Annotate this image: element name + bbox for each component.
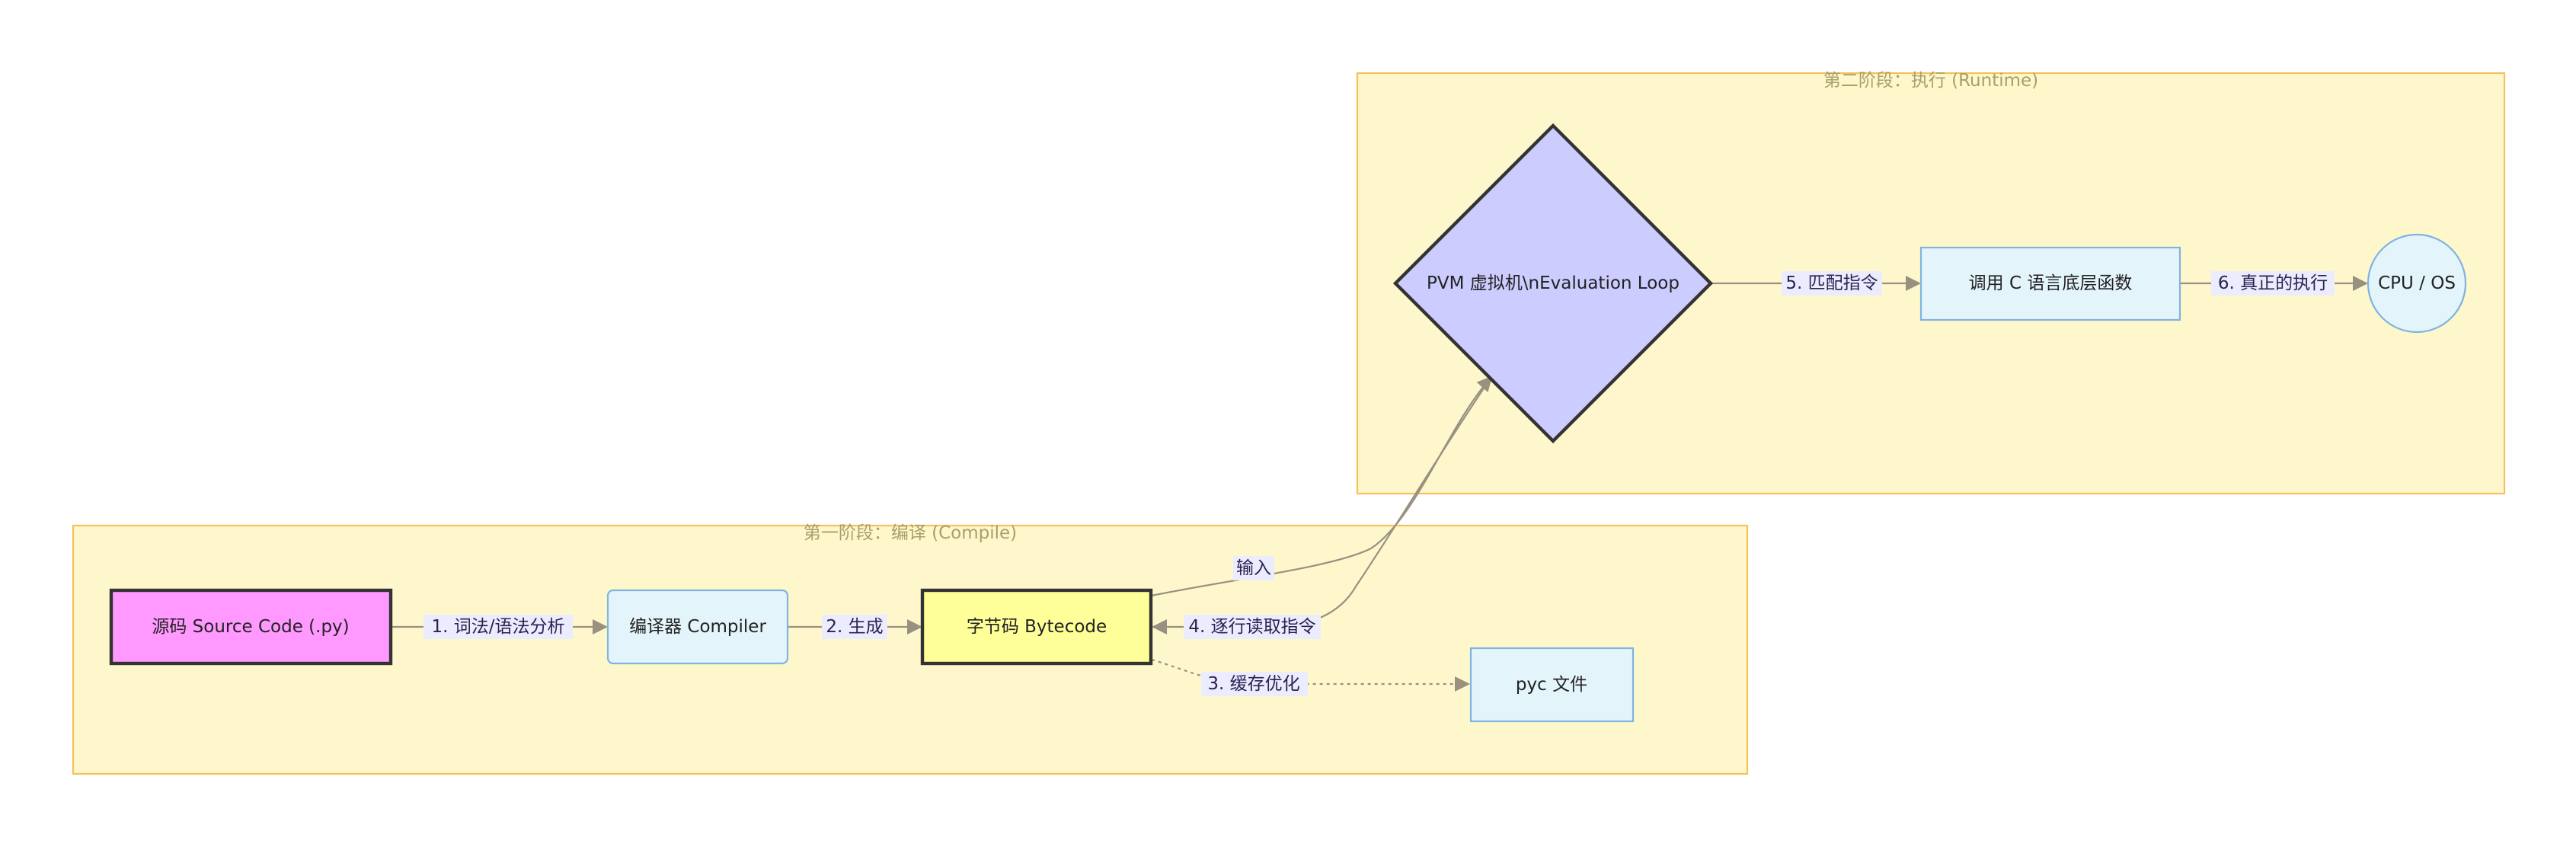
edge-label-input: 输入 [1233, 556, 1274, 580]
node-pyc-file-label: pyc 文件 [1516, 675, 1587, 695]
edge-bytecode-pvm [1151, 376, 1493, 597]
node-c-function-label: 调用 C 语言底层函数 [1969, 273, 2133, 293]
node-source-code: 源码 Source Code (.py) [109, 588, 393, 666]
node-c-function: 调用 C 语言底层函数 [1919, 246, 2181, 321]
svg-text:2. 生成: 2. 生成 [826, 617, 883, 637]
cluster-compile-title: 第一阶段：编译 (Compile) [804, 523, 1017, 543]
edge-label-6: 6. 真正的执行 [2211, 271, 2335, 296]
node-bytecode: 字节码 Bytecode [920, 588, 1153, 666]
edge-label-5: 5. 匹配指令 [1782, 271, 1882, 296]
svg-text:输入: 输入 [1236, 558, 1271, 578]
node-compiler: 编译器 Compiler [606, 589, 789, 665]
svg-text:3. 缓存优化: 3. 缓存优化 [1207, 674, 1299, 694]
node-pyc-file: pyc 文件 [1469, 647, 1635, 723]
edge-label-2: 2. 生成 [822, 615, 887, 639]
node-pvm-label: PVM 虚拟机\nEvaluation Loop [1427, 273, 1680, 293]
node-pvm: PVM 虚拟机\nEvaluation Loop [1392, 123, 1714, 444]
node-cpu-os-label: CPU / OS [2378, 273, 2456, 293]
edge-label-1: 1. 词法/语法分析 [423, 615, 573, 639]
svg-text:4. 逐行读取指令: 4. 逐行读取指令 [1188, 617, 1315, 637]
node-cpu-os: CPU / OS [2367, 233, 2467, 334]
edge-label-4: 4. 逐行读取指令 [1184, 615, 1321, 639]
svg-text:5. 匹配指令: 5. 匹配指令 [1785, 273, 1878, 293]
node-compiler-label: 编译器 Compiler [629, 617, 766, 637]
svg-text:1. 词法/语法分析: 1. 词法/语法分析 [431, 617, 564, 637]
node-bytecode-label: 字节码 Bytecode [967, 617, 1107, 637]
node-source-code-label: 源码 Source Code (.py) [152, 617, 349, 637]
svg-text:6. 真正的执行: 6. 真正的执行 [2218, 273, 2328, 293]
edge-label-3: 3. 缓存优化 [1201, 672, 1308, 696]
cluster-runtime-title: 第二阶段：执行 (Runtime) [1823, 71, 2038, 91]
